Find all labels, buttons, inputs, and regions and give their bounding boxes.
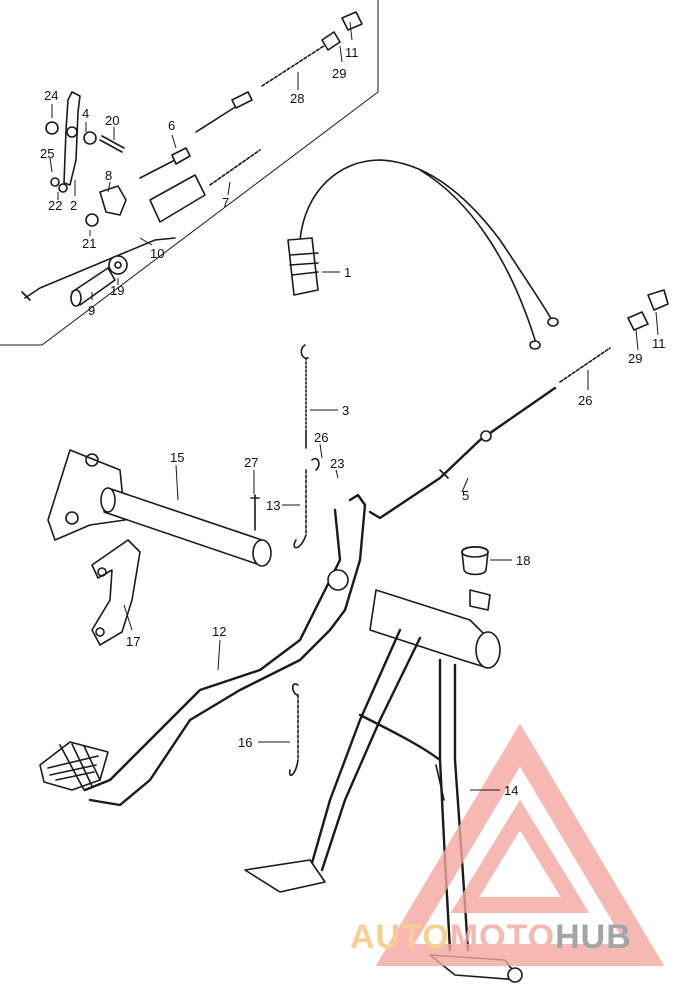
callout-3: 3 (342, 403, 349, 418)
callout-11a: 11 (345, 45, 359, 60)
callout-2: 2 (70, 198, 77, 213)
watermark-moto: MOTO (450, 918, 555, 956)
callout-24: 24 (44, 88, 58, 103)
callout-26b: 26 (578, 393, 592, 408)
callout-15: 15 (170, 450, 184, 465)
watermark-hub: HUB (555, 918, 632, 956)
rubber-stopper (461, 545, 489, 576)
callout-9: 9 (88, 303, 95, 318)
brake-pedal (39, 493, 367, 807)
pivot-shaft (47, 449, 272, 567)
callout-14: 14 (504, 783, 518, 798)
callout-21: 21 (82, 236, 96, 251)
callout-28: 28 (290, 91, 304, 106)
spring-16 (288, 683, 299, 776)
callout-18: 18 (516, 553, 530, 568)
inset-lever-assembly (21, 11, 363, 307)
brake-cable (287, 159, 559, 350)
watermark-triangle-inner (450, 799, 590, 913)
callout-26a: 26 (314, 430, 328, 445)
callout-5: 5 (462, 488, 469, 503)
callouts: 1 2 3 4 5 6 7 8 9 10 11 11 12 13 14 15 1… (40, 45, 666, 798)
callout-6: 6 (168, 118, 175, 133)
spring-3 (300, 344, 309, 449)
inset-panel (0, 0, 379, 346)
callout-10: 10 (150, 246, 164, 261)
stop-bracket (91, 539, 141, 646)
callout-19: 19 (110, 283, 124, 298)
svg-text:AUTOMOTOHUB: AUTOMOTOHUB (350, 918, 632, 956)
brake-rod (368, 289, 669, 520)
callout-20: 20 (105, 113, 119, 128)
watermark-auto: AUTO (350, 918, 450, 956)
callout-11b: 11 (652, 336, 666, 351)
callout-leaders (49, 21, 659, 791)
callout-12: 12 (212, 624, 226, 639)
callout-13: 13 (266, 498, 280, 513)
callout-22: 22 (48, 198, 62, 213)
callout-7: 7 (222, 195, 229, 210)
callout-29a: 29 (332, 66, 346, 81)
watermark: AUTOMOTOHUB (350, 723, 665, 966)
callout-4: 4 (82, 106, 89, 121)
callout-25: 25 (40, 146, 54, 161)
watermark-triangle-outer (375, 723, 665, 966)
callout-23: 23 (330, 456, 344, 471)
callout-1: 1 (344, 265, 351, 280)
callout-29b: 29 (628, 351, 642, 366)
callout-16: 16 (238, 735, 252, 750)
cotter-pin-27 (250, 494, 260, 531)
callout-8: 8 (105, 168, 112, 183)
callout-27: 27 (244, 455, 258, 470)
spring-13 (293, 457, 320, 549)
callout-17: 17 (126, 634, 140, 649)
